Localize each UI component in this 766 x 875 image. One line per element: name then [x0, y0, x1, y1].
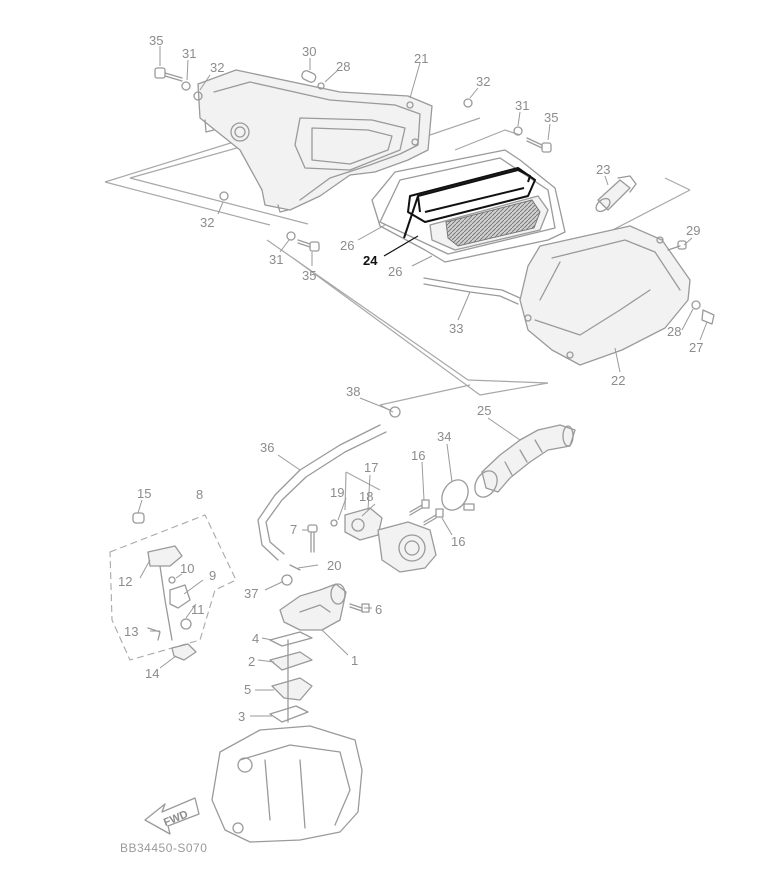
callout-24: 24 — [363, 253, 378, 268]
intake-manifold-1 — [279, 583, 347, 631]
callout-16: 16 — [451, 534, 465, 549]
clamp-34 — [441, 479, 475, 511]
gasket-stack — [269, 631, 313, 723]
callout-21: 21 — [414, 51, 428, 66]
callout-29: 29 — [686, 223, 700, 238]
air-cleaner-case-upper — [197, 69, 433, 213]
callout-1: 1 — [351, 653, 358, 668]
callout-36: 36 — [260, 440, 274, 455]
callout-13: 13 — [124, 624, 138, 639]
callout-32: 32 — [200, 215, 214, 230]
reference-frame-lines — [104, 117, 691, 511]
callout-31: 31 — [182, 46, 196, 61]
callout-8: 8 — [196, 487, 203, 502]
callout-30: 30 — [302, 44, 316, 59]
air-cleaner-case-lower — [519, 225, 691, 366]
callout-16: 16 — [411, 448, 425, 463]
callout-38: 38 — [346, 384, 360, 399]
callout-35: 35 — [302, 268, 316, 283]
callout-22: 22 — [611, 373, 625, 388]
screws-16 — [409, 499, 444, 526]
air-cleaner-joint-25 — [474, 424, 576, 498]
callout-35: 35 — [544, 110, 558, 125]
breather-hose-36 — [257, 424, 387, 561]
throttle-body — [330, 507, 437, 573]
callout-3: 3 — [238, 709, 245, 724]
callout-11: 11 — [191, 602, 205, 617]
callout-32: 32 — [476, 74, 490, 89]
forward-arrow-icon: FWD — [144, 797, 200, 835]
callout-23: 23 — [596, 162, 610, 177]
callout-20: 20 — [327, 558, 341, 573]
fwd-label: FWD — [162, 808, 190, 829]
clip-38 — [389, 406, 401, 418]
intake-duct-23 — [595, 175, 637, 213]
injector-group — [109, 512, 237, 661]
callout-18: 18 — [359, 489, 373, 504]
drawing-code: BB34450-S070 — [120, 841, 207, 855]
gasket-26 — [371, 149, 566, 263]
callout-26: 26 — [340, 238, 354, 253]
bolt-7 — [307, 524, 318, 553]
callout-12: 12 — [118, 574, 132, 589]
clip-37 — [281, 564, 301, 586]
callout-19: 19 — [330, 485, 344, 500]
hardware-upper-left — [154, 67, 552, 252]
callout-15: 15 — [137, 486, 151, 501]
callout-32: 32 — [210, 60, 224, 75]
callout-31: 31 — [269, 252, 283, 267]
callout-14: 14 — [145, 666, 159, 681]
engine-cutaway — [211, 639, 363, 843]
callout-9: 9 — [209, 568, 216, 583]
callout-34: 34 — [437, 429, 451, 444]
tube-33 — [423, 277, 521, 305]
leader-lines — [137, 46, 708, 717]
callout-17: 17 — [364, 460, 378, 475]
callout-27: 27 — [689, 340, 703, 355]
callout-5: 5 — [244, 682, 251, 697]
callout-7: 7 — [290, 522, 297, 537]
callout-31: 31 — [515, 98, 529, 113]
callout-labels: 35 31 32 30 28 21 32 31 35 23 32 26 24 2… — [118, 33, 703, 724]
callout-10: 10 — [180, 561, 194, 576]
callout-6: 6 — [375, 602, 382, 617]
hardware-right — [667, 240, 715, 325]
callout-4: 4 — [252, 631, 259, 646]
callout-26: 26 — [388, 264, 402, 279]
air-filter-element — [403, 167, 549, 251]
callout-28: 28 — [336, 59, 350, 74]
callout-28: 28 — [667, 324, 681, 339]
callout-2: 2 — [248, 654, 255, 669]
callout-37: 37 — [244, 586, 258, 601]
callout-33: 33 — [449, 321, 463, 336]
callout-35: 35 — [149, 33, 163, 48]
callout-25: 25 — [477, 403, 491, 418]
